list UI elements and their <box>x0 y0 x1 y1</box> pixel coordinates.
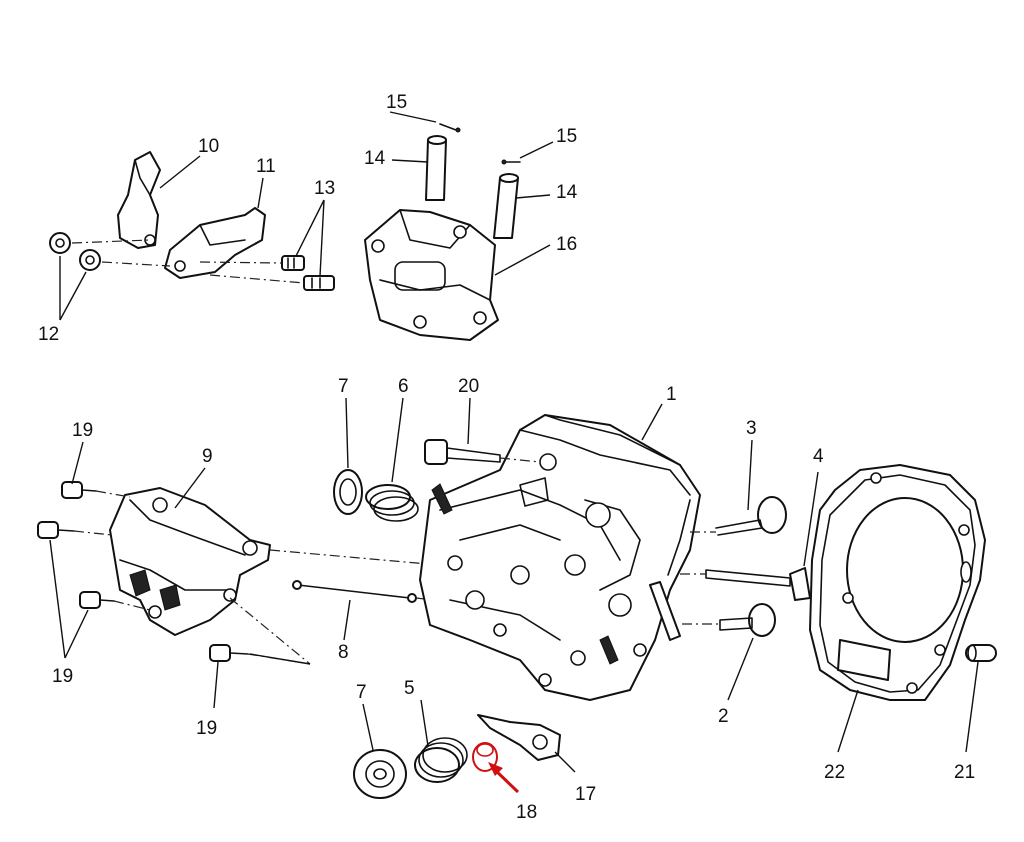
clip-15a <box>439 123 461 133</box>
label-part-17: 17 <box>575 784 596 805</box>
push-rod-8 <box>292 580 417 603</box>
label-part-9: 9 <box>202 446 213 467</box>
rocker-assembly-9 <box>109 487 271 636</box>
label-part-10: 10 <box>198 136 219 157</box>
nut-12b <box>79 249 101 271</box>
push-rod-14a <box>425 135 447 201</box>
bolt-19-a <box>61 481 97 499</box>
label-part-18: 18 <box>516 802 537 823</box>
label-part-5: 5 <box>404 678 415 699</box>
spring-retainer-7-top <box>333 469 363 515</box>
label-part-16: 16 <box>556 234 577 255</box>
bolt-19-b <box>37 521 75 539</box>
label-part-22: 22 <box>824 762 845 783</box>
bolt-20 <box>424 439 501 465</box>
label-part-4: 4 <box>813 446 824 467</box>
label-part-19-c: 19 <box>196 718 217 739</box>
rocker-arm-11 <box>164 207 266 279</box>
valve-3 <box>715 496 787 536</box>
label-part-19-a: 19 <box>72 420 93 441</box>
valve-spring-5 <box>414 737 468 783</box>
leader-lines <box>49 111 979 773</box>
label-part-2: 2 <box>718 706 729 727</box>
valve-spring-6 <box>365 484 419 522</box>
label-part-7-bottom: 7 <box>356 682 367 703</box>
nut-12a <box>49 232 71 254</box>
head-gasket-22 <box>809 464 986 701</box>
push-rod-14b <box>493 173 519 239</box>
label-part-12: 12 <box>38 324 59 345</box>
rocker-bracket-assembly-top <box>364 123 521 341</box>
label-part-19-b: 19 <box>52 666 73 687</box>
rocker-bracket-16 <box>364 209 499 341</box>
label-part-8: 8 <box>338 642 349 663</box>
label-part-11: 11 <box>256 156 276 177</box>
clip-15b <box>501 159 521 165</box>
label-part-6: 6 <box>398 376 409 397</box>
label-part-15-a: 15 <box>386 92 407 113</box>
label-part-14-a: 14 <box>364 148 386 169</box>
rocker-arm-10 <box>117 151 161 249</box>
dowel-pin-21 <box>965 644 997 662</box>
label-part-15-b: 15 <box>556 126 577 147</box>
highlight-arrow-18 <box>488 762 520 794</box>
label-part-1: 1 <box>666 384 677 405</box>
bolt-13b <box>303 275 335 291</box>
label-part-7-top: 7 <box>338 376 349 397</box>
valve-4 <box>705 567 811 601</box>
cylinder-head-1 <box>419 414 701 701</box>
spring-retainer-7-bottom <box>353 749 407 799</box>
label-part-21: 21 <box>954 762 975 783</box>
label-part-13: 13 <box>314 178 335 199</box>
rocker-arm-assembly-top <box>49 151 335 291</box>
label-part-3: 3 <box>746 418 757 439</box>
label-part-20: 20 <box>458 376 479 397</box>
label-part-14-b: 14 <box>556 182 578 203</box>
bolt-13a <box>281 255 305 271</box>
bolt-19-d <box>209 644 249 662</box>
valve-guide-2 <box>719 603 776 637</box>
bolt-19-c <box>79 591 115 609</box>
